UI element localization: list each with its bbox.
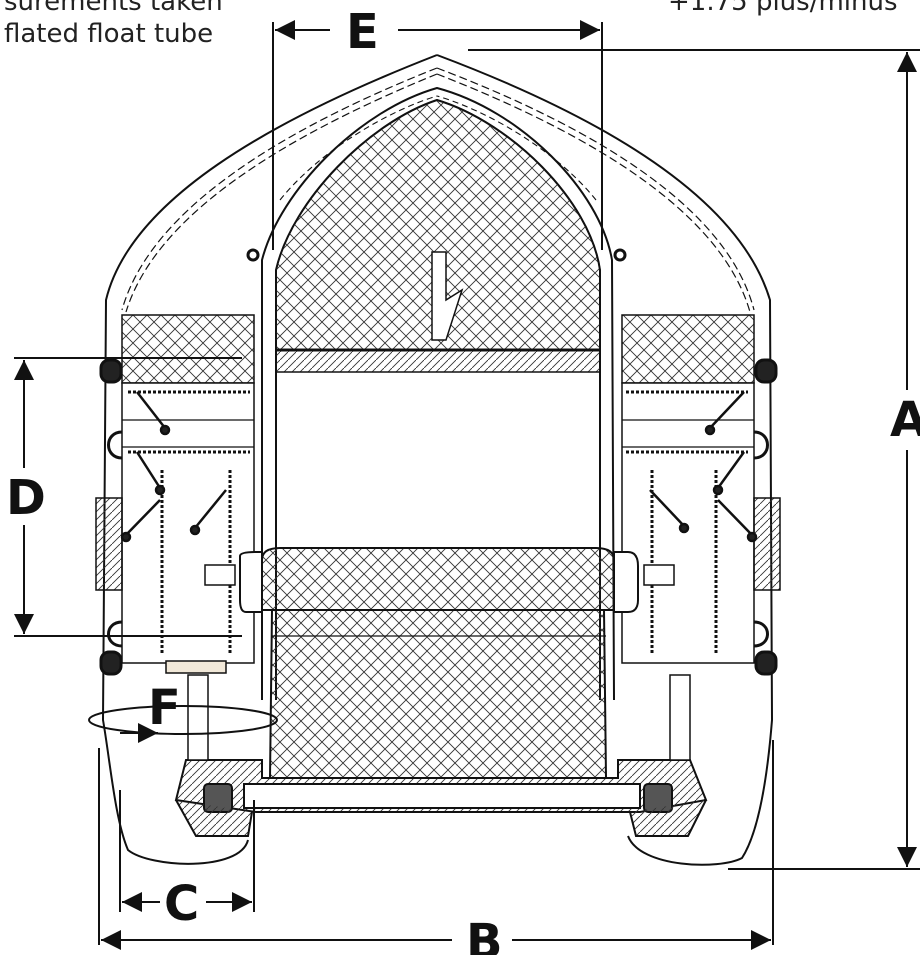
- dimension-label-e: E: [346, 4, 379, 60]
- dimension-label-f: F: [148, 680, 181, 736]
- d-ring-group: [99, 248, 778, 676]
- right-side-panel: [621, 314, 781, 664]
- float-tube-outline: [101, 54, 774, 866]
- note-right-line-1: +1.75 plus/minus: [668, 0, 898, 17]
- dimension-label-a: A: [890, 392, 920, 448]
- note-left-line-1: surements taken: [4, 0, 223, 17]
- mesh-bottom-strip: [275, 349, 601, 373]
- id-plate: [165, 660, 227, 674]
- dimension-lines: [14, 20, 920, 950]
- left-side-panel: [95, 314, 255, 664]
- note-left-line-2: flated float tube: [4, 19, 214, 49]
- dimension-label-d: D: [6, 470, 46, 526]
- upper-mesh-panel: [275, 99, 601, 351]
- tassel-pulls: [120, 391, 758, 543]
- measurement-note-right: +1.75 plus/minus: [668, 0, 898, 18]
- dimension-label-c: C: [164, 876, 199, 932]
- stern-posts: [187, 674, 691, 761]
- center-strap: [431, 251, 464, 341]
- dimension-label-b: B: [466, 914, 503, 955]
- stern-transom: [174, 759, 708, 837]
- lower-deck: [204, 547, 675, 779]
- measurement-note-left: surements taken flated float tube: [4, 0, 223, 50]
